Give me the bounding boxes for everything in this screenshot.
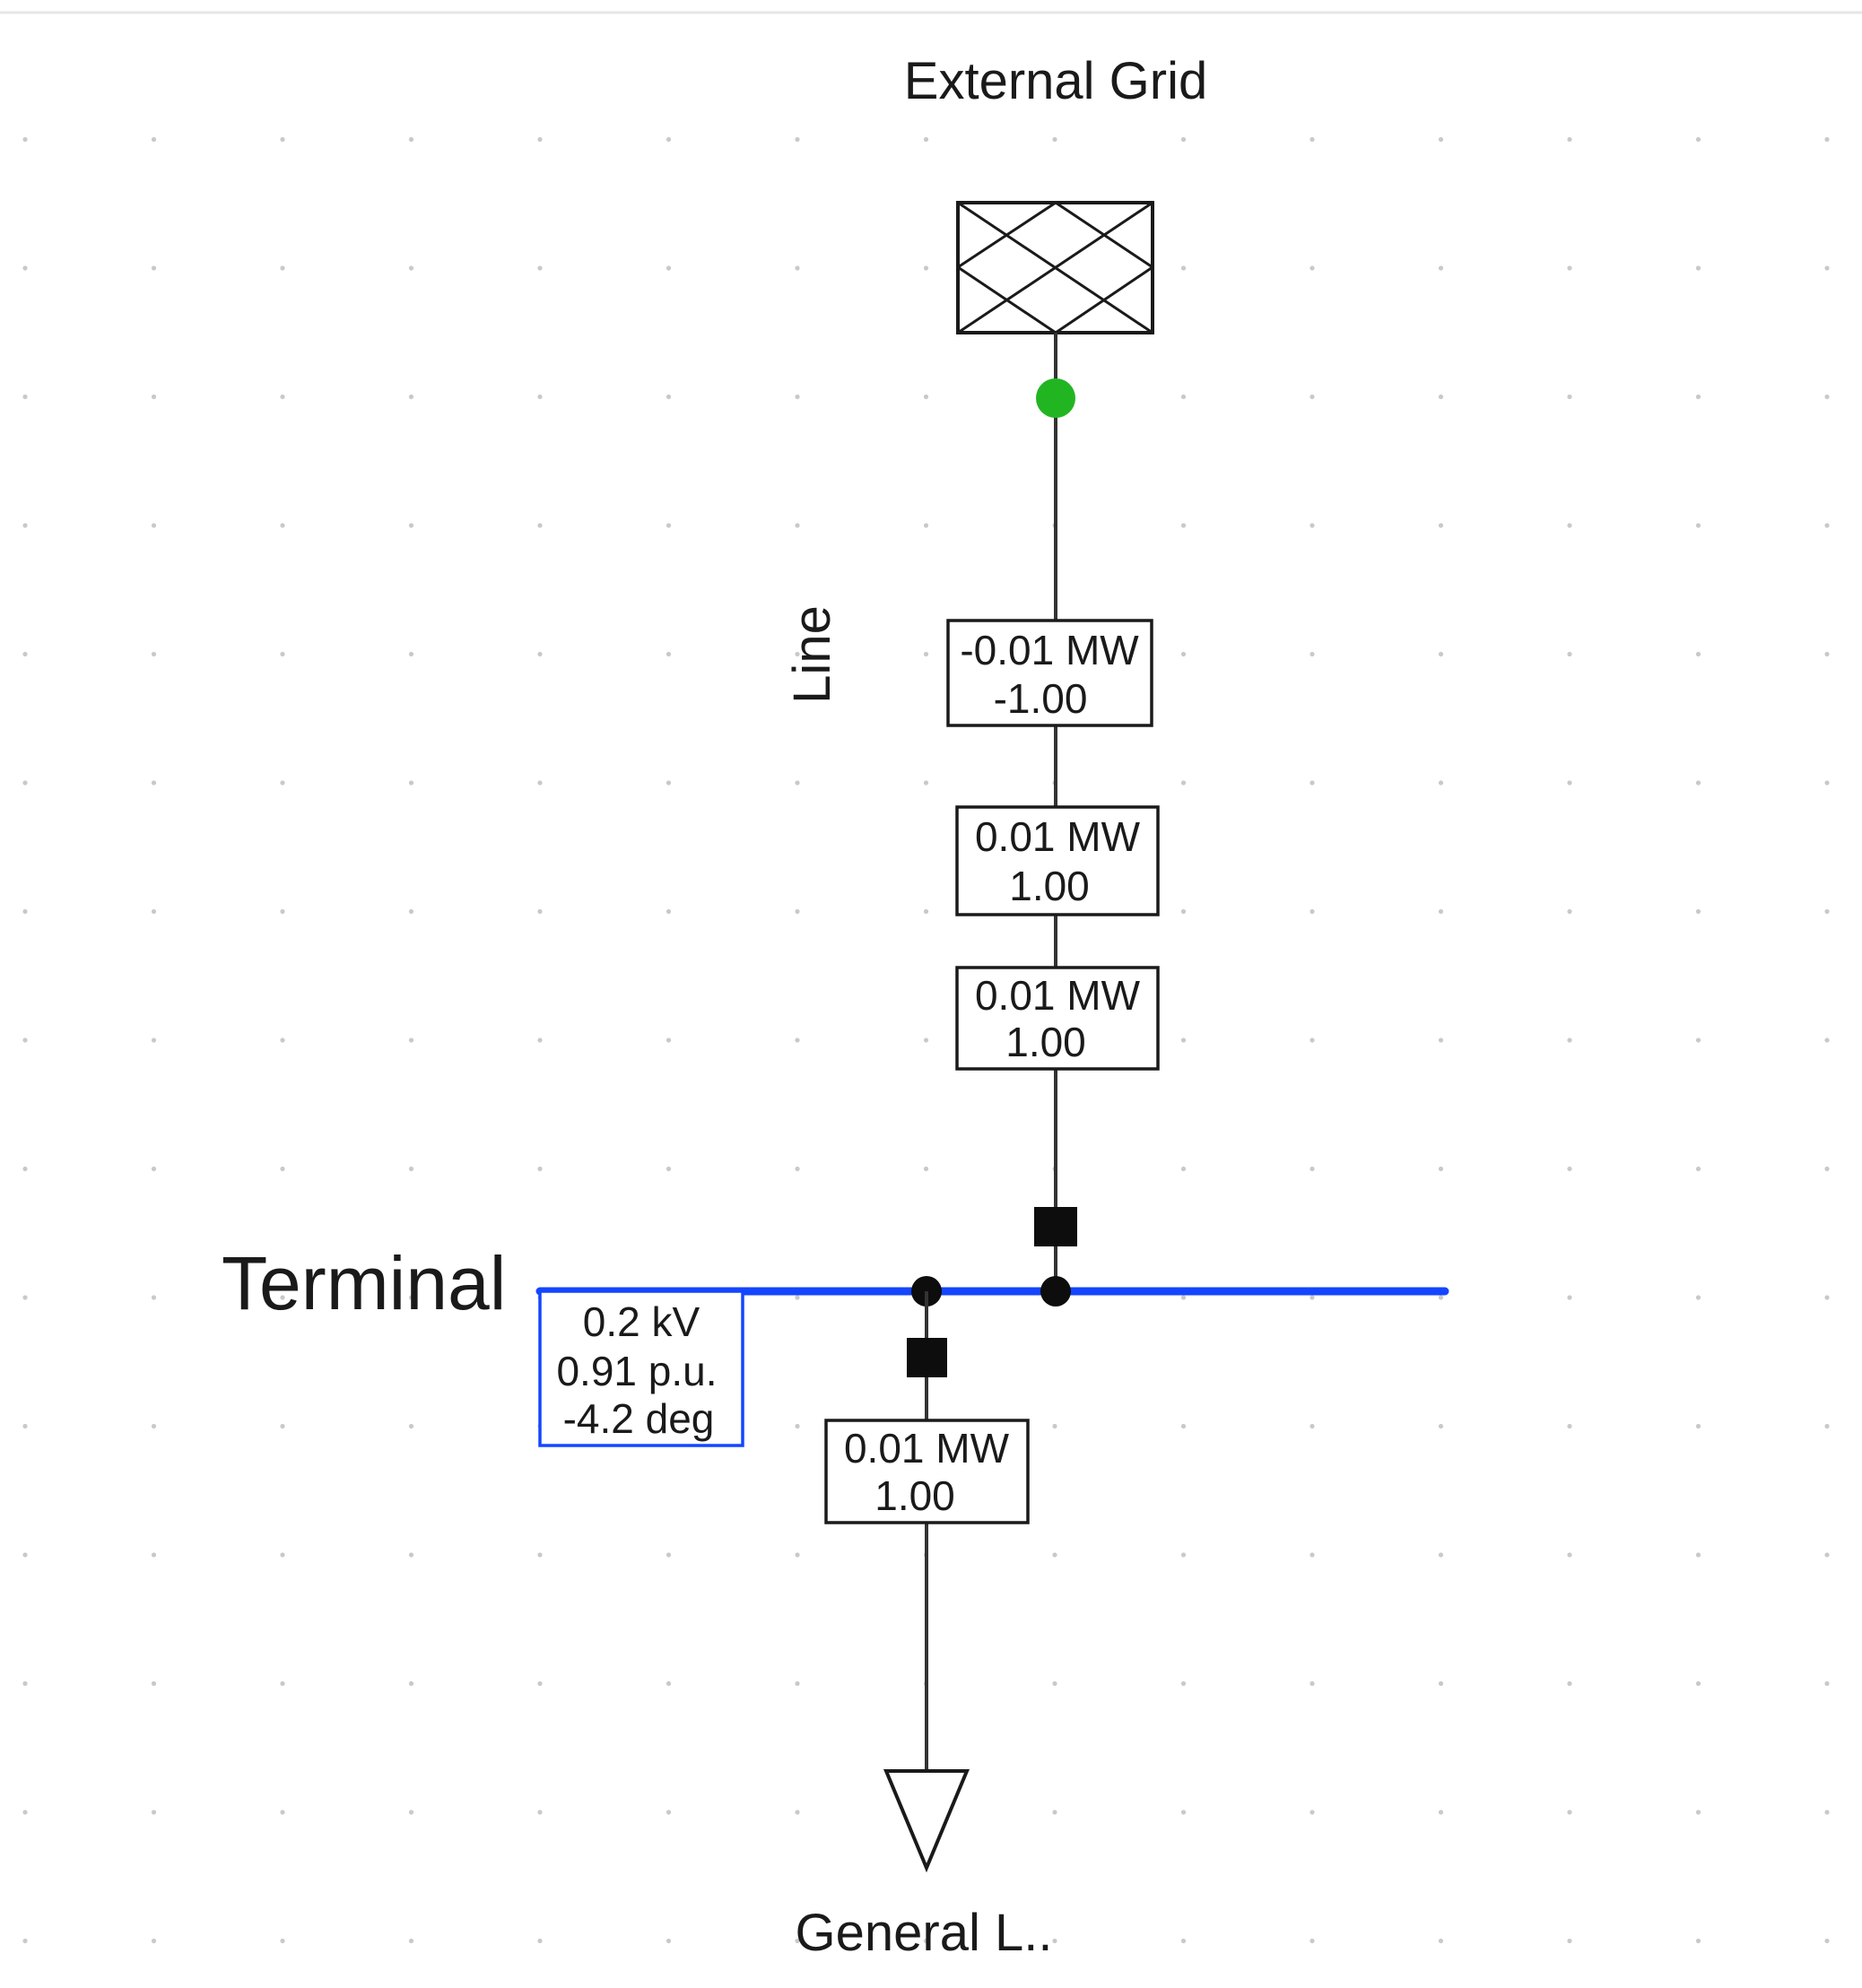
result-box[interactable]: -0.01 MW -1.00: [946, 619, 1153, 727]
result-box[interactable]: 0.01 MW 1.00: [955, 966, 1160, 1071]
result-power: 0.01 MW: [975, 972, 1141, 1019]
terminal-result-box[interactable]: 0.2 kV 0.91 p.u. -4.2 deg: [538, 1289, 744, 1447]
result-power-factor: 1.00: [874, 1472, 955, 1519]
result-power: 0.01 MW: [844, 1425, 1010, 1471]
result-power-factor: -1.00: [994, 675, 1088, 722]
result-power-factor: 1.00: [1005, 1019, 1086, 1065]
load-icon[interactable]: [883, 1769, 970, 1873]
external-grid-label: External Grid: [904, 52, 1207, 110]
terminal-voltage-kv: 0.2 kV: [583, 1298, 700, 1345]
dot-grid: [0, 128, 1862, 1988]
terminal-label: Terminal: [222, 1241, 506, 1325]
energized-node: [1036, 378, 1075, 418]
external-grid-icon[interactable]: [956, 201, 1154, 334]
switch-icon[interactable]: [907, 1338, 947, 1377]
result-box[interactable]: 0.01 MW 1.00: [955, 805, 1160, 916]
terminal-angle: -4.2 deg: [563, 1395, 715, 1442]
result-power-factor: 1.00: [1009, 863, 1090, 909]
switch-icon[interactable]: [1034, 1207, 1077, 1246]
load-label: General L..: [796, 1904, 1053, 1962]
line-label: Line: [783, 605, 841, 704]
result-power: -0.01 MW: [960, 627, 1139, 673]
terminal-voltage-pu: 0.91 p.u.: [556, 1348, 717, 1394]
result-box[interactable]: 0.01 MW 1.00: [824, 1419, 1030, 1524]
result-power: 0.01 MW: [975, 813, 1141, 860]
